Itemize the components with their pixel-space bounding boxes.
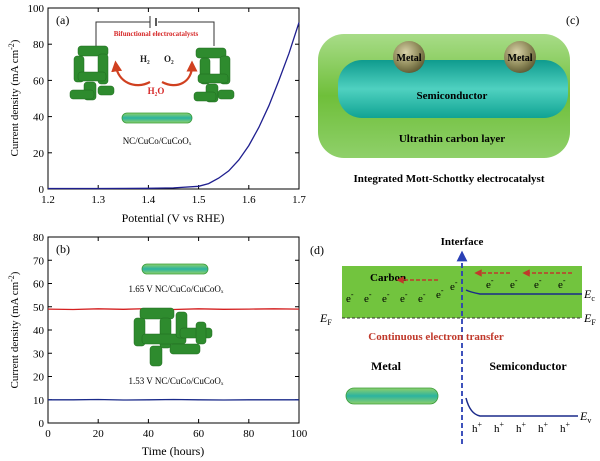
electron-label: e- — [510, 276, 518, 291]
electron-label: e- — [558, 276, 566, 291]
nanorod-icon — [121, 112, 193, 124]
material-label: NC/CuCo/CuCoOₓ — [123, 136, 192, 146]
ec-label: Ec — [583, 287, 595, 303]
metal-particle-right — [504, 41, 536, 73]
y-tick-label: 0 — [39, 184, 45, 196]
valence-band-curve — [465, 397, 578, 417]
electron-label: e- — [364, 290, 372, 305]
x-tick-label: 1.2 — [41, 194, 55, 206]
panel-b-xlabel: Time (hours) — [142, 444, 205, 458]
panel-a-chart: 1.2 1.3 1.4 1.5 1.6 1.7 0 20 40 60 80 100 (a) Bifun… — [7, 3, 306, 225]
semiconductor-core — [338, 60, 568, 118]
transfer-label: Continuous electron transfer — [368, 331, 504, 343]
x-tick-label: 40 — [143, 428, 155, 440]
label-165v: 1.65 V NC/CuCo/CuCoOₓ — [128, 284, 223, 294]
hole-markers: h+ h+ h+ h+ h+ — [472, 420, 571, 435]
y-tick-label: 40 — [33, 325, 45, 337]
panel-a-axes-frame — [47, 7, 300, 190]
electron-label: e- — [382, 290, 390, 305]
x-tick-label: 100 — [291, 428, 308, 440]
x-tick-label: 1.6 — [242, 194, 256, 206]
y-tick-label: 30 — [33, 348, 45, 360]
o2-label: O₂ — [164, 54, 174, 64]
panel-b-ylabel: Current density (mA cm-2) — [7, 271, 21, 388]
y-tick-label: 100 — [28, 3, 45, 15]
label-153v: 1.53 V NC/CuCo/CuCoOₓ — [128, 376, 223, 386]
x-tick-label: 60 — [193, 428, 205, 440]
carbon-layer-label: Ultrathin carbon layer — [399, 133, 505, 145]
y-tick-label: 60 — [33, 75, 45, 87]
catalyst-cluster-b — [133, 307, 213, 367]
panel-d-label: (d) — [310, 243, 324, 257]
metal-label-right: Metal — [508, 53, 533, 64]
x-tick-label: 1.7 — [292, 194, 306, 206]
ev-label: Ev — [579, 409, 591, 425]
y-tick-label: 40 — [33, 112, 45, 124]
nanorod-icon-d — [345, 387, 439, 405]
arrow-to-o2 — [161, 60, 198, 87]
metal-particle-left — [393, 41, 425, 73]
conduction-band-curve — [465, 289, 582, 295]
panel-b-marks: 0 20 40 60 80 100 0 10 20 30 40 50 60 70 80 — [33, 232, 308, 440]
y-tick-label: 80 — [33, 39, 45, 51]
panel-a-label: (a) — [56, 13, 69, 27]
x-tick-label: 20 — [93, 428, 105, 440]
y-tick-label: 0 — [39, 418, 45, 430]
x-tick-label: 1.3 — [91, 194, 105, 206]
panel-c-caption: Integrated Mott-Schottky electrocatalyst — [353, 173, 544, 185]
panel-a-marks: 1.2 1.3 1.4 1.5 1.6 1.7 0 20 40 60 80 100 — [28, 3, 307, 206]
hole-label: h+ — [560, 420, 571, 435]
panel-a-xlabel: Potential (V vs RHE) — [122, 211, 225, 225]
right-catalyst-cluster — [193, 47, 235, 103]
hole-label: h+ — [538, 420, 549, 435]
carbon-label: Carbon — [370, 272, 406, 284]
y-tick-label: 60 — [33, 279, 45, 291]
panel-b-label: (b) — [56, 242, 70, 256]
panel-a-ylabel: Current density (mA cm-2) — [7, 39, 21, 156]
y-tick-label: 70 — [33, 255, 45, 267]
inset-title: Bifunctional electrocatalysts — [114, 30, 199, 38]
arrow-to-h2 — [111, 60, 151, 87]
semiconductor-label: Semiconductor — [417, 90, 488, 102]
semiconductor-region-label: Semiconductor — [489, 359, 567, 373]
h2o-label: H₂O — [148, 86, 165, 96]
panel-c-label: (c) — [566, 13, 579, 27]
x-tick-label: 1.5 — [192, 194, 206, 206]
y-tick-label: 20 — [33, 372, 45, 384]
metal-label-left: Metal — [397, 53, 422, 64]
panel-d-band-diagram: (d) Interface Carbon EF EF Ec Ev e-e-e-e… — [310, 236, 596, 444]
y-tick-label: 80 — [33, 232, 45, 244]
electron-label: e- — [486, 276, 494, 291]
panel-c-schematic: (c) Metal Metal Semiconductor Ultrathin … — [318, 13, 579, 185]
electron-label: e- — [400, 290, 408, 305]
h2-label: H₂ — [140, 54, 150, 64]
panel-b-chart: 0 20 40 60 80 100 0 10 20 30 40 50 60 70 80 (b) 1.65 V… — [7, 232, 308, 458]
series-line-0 — [48, 22, 300, 190]
hole-label: h+ — [516, 420, 527, 435]
x-tick-label: 0 — [45, 428, 51, 440]
battery-circuit-diagram — [95, 16, 215, 46]
electron-label: e- — [418, 290, 426, 305]
electron-label: e- — [450, 278, 458, 293]
electron-label: e- — [346, 290, 354, 305]
left-catalyst-cluster — [69, 45, 115, 101]
hole-label: h+ — [472, 420, 483, 435]
metal-region-label: Metal — [371, 359, 402, 373]
hole-label: h+ — [494, 420, 505, 435]
electron-label: e- — [534, 276, 542, 291]
y-tick-label: 20 — [33, 148, 45, 160]
nanorod-icon-b — [141, 263, 209, 275]
electron-label: e- — [436, 286, 444, 301]
y-tick-label: 10 — [33, 395, 45, 407]
ef-left-label: EF — [319, 311, 332, 327]
ef-right-label: EF — [583, 311, 596, 327]
y-tick-label: 50 — [33, 302, 45, 314]
electron-markers: e-e-e-e-e-e-e-e-e-e-e- — [346, 276, 566, 305]
interface-label: Interface — [441, 236, 484, 248]
x-tick-label: 80 — [243, 428, 255, 440]
series-line-1 — [48, 398, 299, 401]
x-tick-label: 1.4 — [142, 194, 156, 206]
